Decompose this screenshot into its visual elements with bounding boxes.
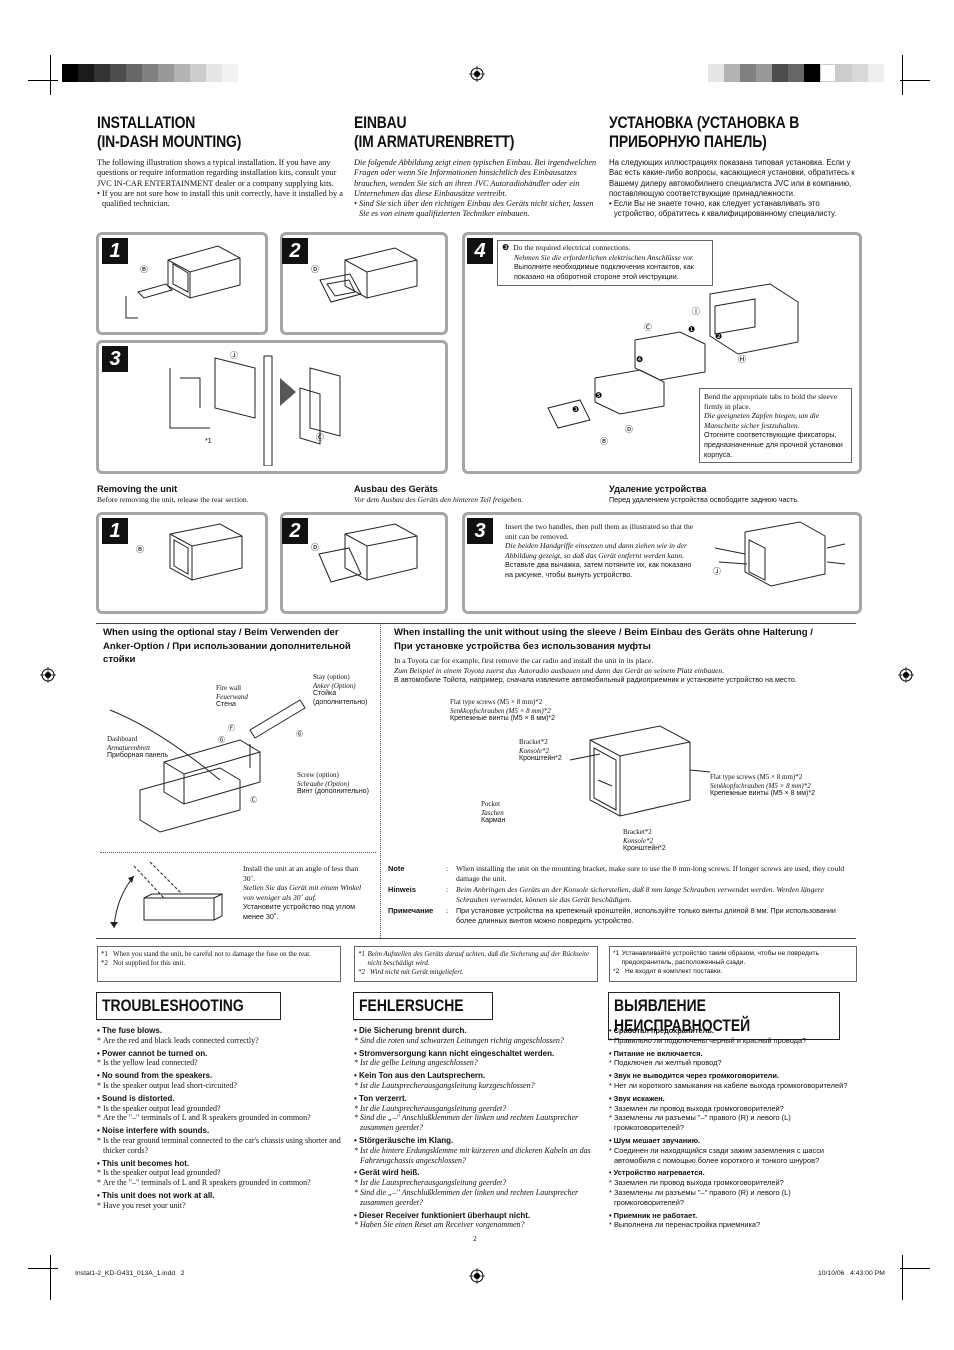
crop-marks-top-left — [28, 80, 58, 81]
svg-text:Ⓖ: Ⓖ — [296, 730, 303, 738]
title-de: EINBAU(IM ARMATURENBRETT) — [354, 113, 515, 151]
install-step-2-illustration: Ⓓ — [311, 247, 418, 303]
remove-step-3-note: Insert the two handles, then pull them a… — [505, 522, 694, 579]
angle-illustration — [110, 861, 223, 929]
removing-ru: Удаление устройства Перед удалением устр… — [609, 484, 800, 504]
color-bar-left — [62, 64, 238, 82]
svg-text:Ⓑ: Ⓑ — [136, 545, 144, 554]
sleeve-illustration — [569, 725, 711, 817]
sleeve-section-title: When installing the unit without using t… — [394, 627, 813, 652]
svg-text:Ⓙ: Ⓙ — [230, 351, 238, 360]
section-frame-bottom — [96, 938, 856, 939]
svg-text:Ⓒ: Ⓒ — [644, 323, 652, 332]
svg-text:Ⓓ: Ⓓ — [311, 265, 319, 274]
remove-step-2-number: 2 — [282, 518, 308, 544]
svg-text:Ⓑ: Ⓑ — [140, 265, 148, 274]
section-divider-vertical — [380, 623, 381, 938]
remove-step-3-number: 3 — [467, 518, 493, 544]
angle-note: Install the unit at an angle of less tha… — [243, 864, 362, 921]
install-step-1-illustration: Ⓑ — [125, 245, 241, 319]
registration-mark-left — [40, 667, 56, 683]
stay-illustration: Ⓕ Ⓖ Ⓖ Ⓒ — [109, 699, 306, 833]
svg-text:❹: ❹ — [636, 355, 643, 364]
install-step-2-panel — [280, 232, 448, 335]
removing-en: Removing the unit Before removing the un… — [97, 484, 249, 504]
remove-step-1-number: 1 — [102, 518, 128, 544]
svg-text:Ⓑ: Ⓑ — [600, 437, 608, 446]
remove-step-1-illustration: Ⓑ — [136, 523, 243, 581]
step4-bend-note: Bend the appropriate tabs to hold the sl… — [699, 388, 852, 464]
crop-marks-bottom-right-v — [902, 1255, 903, 1300]
svg-text:❸: ❸ — [572, 405, 579, 414]
troubleshooting-title-ru: ВЫЯВЛЕНИЕ НЕИСПРАВНОСТЕЙ — [608, 992, 840, 1040]
remove-step-3-panel — [462, 512, 862, 614]
crop-marks-top-left-v — [50, 55, 51, 95]
svg-text:❶: ❶ — [688, 325, 695, 334]
svg-text:Ⓒ: Ⓒ — [316, 433, 324, 442]
intro-de: Die folgende Abbildung zeigt einen typis… — [354, 158, 597, 219]
registration-mark-top — [469, 66, 485, 82]
stay-section-title: When using the optional stay / Beim Verw… — [103, 627, 351, 665]
svg-text:Ⓓ: Ⓓ — [625, 425, 633, 434]
removing-de: Ausbau des Geräts Vor dem Ausbau des Ger… — [354, 484, 524, 504]
svg-text:❺: ❺ — [595, 391, 602, 400]
footer-file-name: Instal1-2_KD-G431_013A_1.indd 2 — [75, 1270, 185, 1277]
color-bar-right — [708, 64, 884, 82]
install-step-4-number: 4 — [467, 238, 493, 264]
sleeve-section-intro: In a Toyota car for example, first remov… — [394, 656, 797, 685]
crop-marks-top-right-v — [902, 55, 903, 95]
troubleshooting-list-ru: • Сработал предохранитель.* Правильно ли… — [609, 1026, 848, 1230]
registration-mark-right — [898, 667, 914, 683]
page-number: 2 — [473, 1234, 477, 1243]
troubleshooting-title-en: TROUBLESHOOTING — [96, 992, 281, 1020]
label-stay: Stay (option)Anker (Option)Стойка(дополн… — [313, 673, 368, 706]
remove-step-3-illustration: Ⓙ — [713, 521, 846, 587]
svg-text:Ⓓ: Ⓓ — [311, 543, 319, 552]
troubleshooting-list-de: • Die Sicherung brennt durch.* Sind die … — [354, 1026, 591, 1230]
svg-text:*1: *1 — [205, 438, 212, 445]
section-frame-top — [96, 623, 856, 624]
svg-text:Ⓖ: Ⓖ — [218, 736, 225, 744]
crop-marks-top-right — [900, 80, 930, 81]
install-step-1-number: 1 — [102, 238, 128, 264]
svg-text:Ⓘ: Ⓘ — [692, 307, 700, 316]
svg-text:Ⓒ: Ⓒ — [250, 796, 257, 804]
crop-marks-bottom-left — [28, 1268, 58, 1269]
section-divider-left-horizontal — [100, 852, 376, 853]
intro-ru: На следующих иллюстрациях показана типов… — [609, 158, 855, 219]
title-en: INSTALLATION(IN-DASH MOUNTING) — [97, 113, 242, 151]
crop-marks-bottom-right — [900, 1268, 930, 1269]
sleeve-notes: Note : When installing the unit on the m… — [388, 864, 845, 925]
svg-text:Ⓗ: Ⓗ — [738, 355, 746, 364]
crop-marks-bottom-left-v — [50, 1255, 51, 1300]
registration-mark-bottom — [469, 1268, 485, 1284]
label-screw: Screw (option)Schraube (Option)Винт (доп… — [297, 771, 369, 795]
remove-step-2-panel — [280, 512, 448, 614]
footer-timestamp: 10/10/06 4:43:00 PM — [818, 1270, 885, 1277]
troubleshooting-title-de: FEHLERSUCHE — [353, 992, 493, 1020]
install-step-3-illustration: Ⓙ Ⓒ *1 — [169, 351, 341, 466]
svg-text:Ⓙ: Ⓙ — [713, 567, 721, 576]
install-step-3-number: 3 — [102, 346, 128, 372]
intro-en: The following illustration shows a typic… — [97, 158, 343, 209]
svg-text:❷: ❷ — [715, 332, 722, 341]
install-step-2-number: 2 — [282, 238, 308, 264]
svg-text:Ⓕ: Ⓕ — [228, 724, 235, 732]
install-step-4-illustration: Ⓒ ❶ ❷ ❹ ❺ ❸ Ⓘ Ⓗ Ⓓ Ⓑ — [547, 283, 799, 446]
troubleshooting-list-en: • The fuse blows.* Are the red and black… — [97, 1026, 341, 1210]
remove-step-2-illustration: Ⓓ — [311, 523, 418, 583]
